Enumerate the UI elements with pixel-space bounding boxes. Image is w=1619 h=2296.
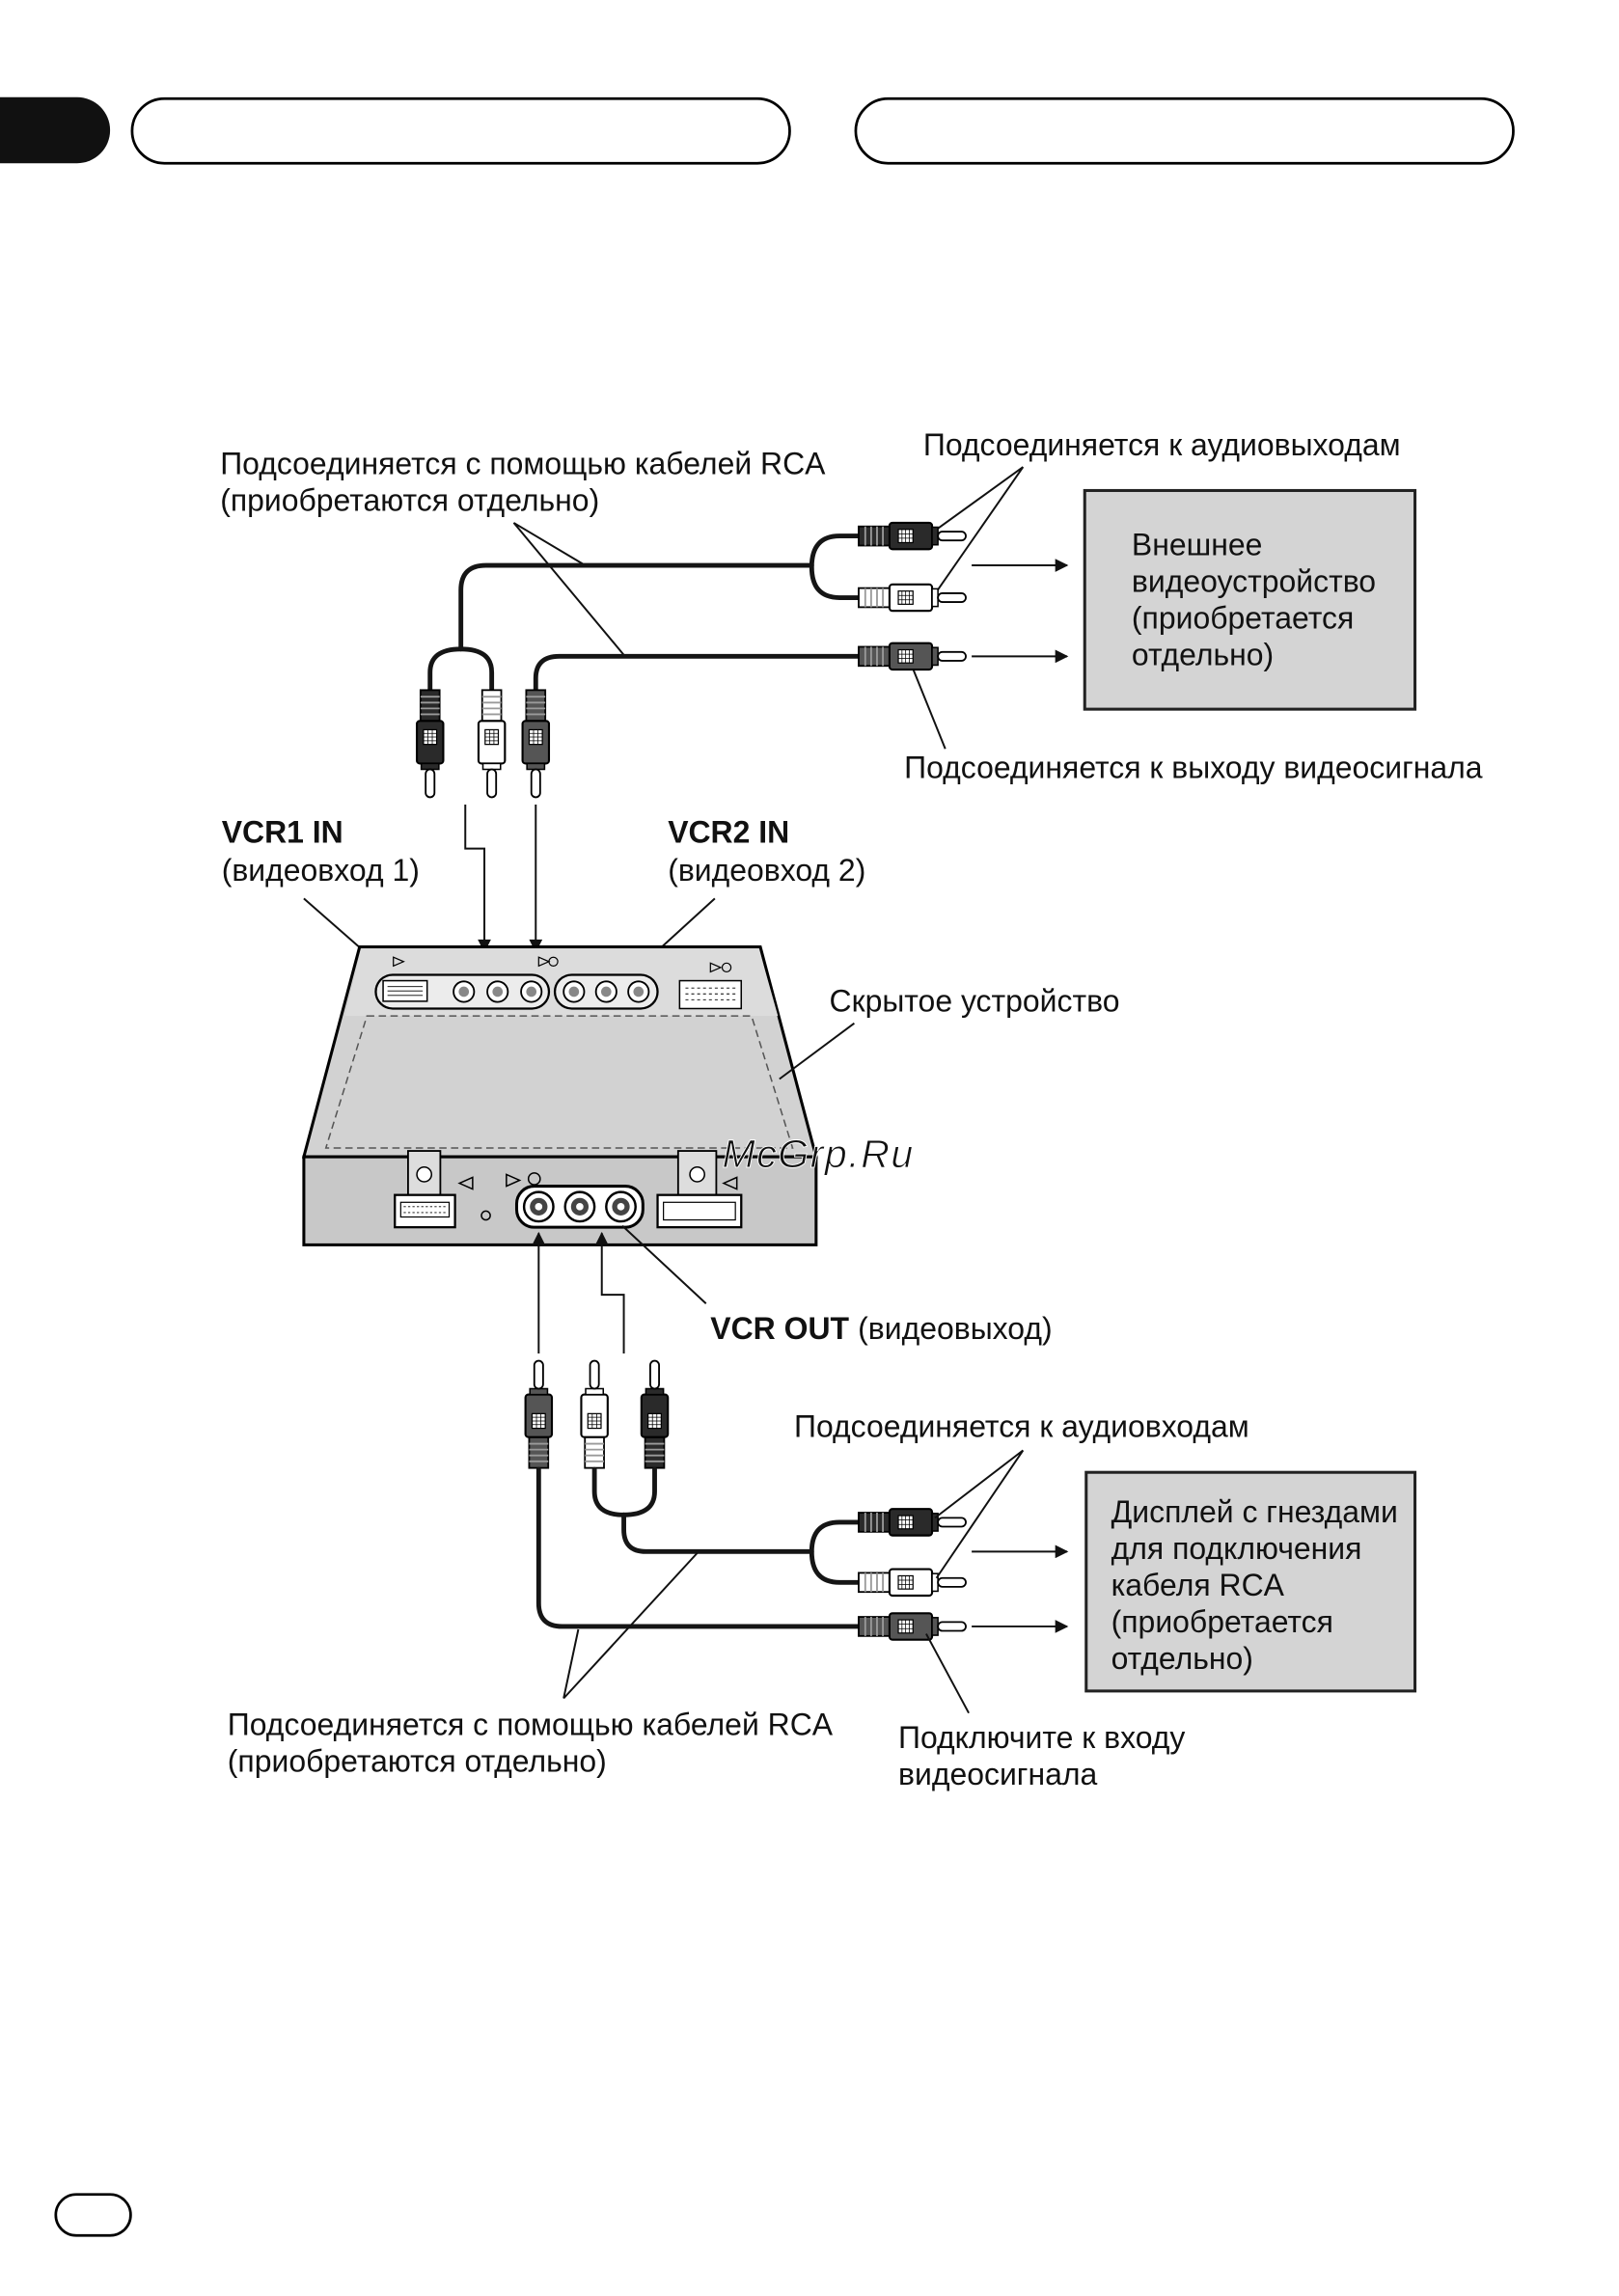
rca-cables-top-label: Подсоединяется с помощью кабелей RCA (пр… xyxy=(220,447,826,518)
vcr2-in-title: VCR2 IN xyxy=(668,815,789,850)
vcr2-in-label: VCR2 IN (видеовход 2) xyxy=(668,815,865,888)
external-video-device-frame xyxy=(1083,488,1417,711)
external-video-device-box: Внешнее видеоустройство (приобретается о… xyxy=(1083,488,1417,711)
rca-plug-video-out xyxy=(857,642,968,671)
rca-cables-top-pointer xyxy=(512,522,625,656)
display-device-line: Дисплей с гнездами xyxy=(1111,1494,1398,1529)
vcr1-in-subtitle: (видеовход 1) xyxy=(222,853,420,888)
vcr1-in-title: VCR1 IN xyxy=(222,815,343,850)
page-language-badge xyxy=(54,2193,132,2237)
external-video-device-line: видеоустройство xyxy=(1132,563,1376,598)
rca-plug-vcr1-audio-2 xyxy=(477,689,507,799)
rca-cables-bottom-label: Подсоединяется с помощью кабелей RCA (пр… xyxy=(228,1708,834,1779)
video-input-line1: Подключите к входу xyxy=(898,1720,1185,1755)
hidden-unit-label: Скрытое устройство xyxy=(830,984,1120,1019)
vcr1-in-label: VCR1 IN (видеовход 1) xyxy=(222,815,420,888)
top-video-cable xyxy=(533,653,862,695)
vcr-out-jacks xyxy=(514,1185,645,1229)
display-device-line: (приобретается xyxy=(1111,1604,1333,1639)
rca-plug-video-in xyxy=(857,1612,968,1641)
front-triangle-mark-center xyxy=(506,1173,522,1188)
arrow-into-vcr1-audio xyxy=(464,805,491,953)
front-right-connector xyxy=(656,1150,743,1229)
display-device-box: Дисплей с гнездами для подключения кабел… xyxy=(1084,1470,1417,1693)
display-device-line: кабеля RCA xyxy=(1111,1568,1285,1602)
video-output-label: Подсоединяется к выходу видеосигнала xyxy=(904,751,1483,785)
rca-cables-top-line2: (приобретаются отдельно) xyxy=(220,483,599,518)
rca-plug-vcr1-video xyxy=(521,689,551,799)
hidden-unit-pointer xyxy=(779,1022,855,1080)
hidden-unit-dashed-outline xyxy=(324,1015,794,1149)
video-input-pointer xyxy=(925,1633,970,1714)
rca-plug-audio-out-2 xyxy=(857,583,968,613)
rca-plug-vcr1-audio-1 xyxy=(415,689,445,799)
rca-plug-audio-out-1 xyxy=(857,521,968,551)
external-video-device-line: Внешнее xyxy=(1132,527,1263,561)
rca-cables-bottom-line1: Подсоединяется с помощью кабелей RCA xyxy=(228,1708,834,1742)
video-input-line2: видеосигнала xyxy=(898,1757,1097,1791)
vcr2-in-jacks xyxy=(553,973,659,1010)
video-input-label: Подключите к входу видеосигнала xyxy=(898,1720,1185,1791)
header-box-left xyxy=(130,96,791,165)
external-video-device-line: (приобретается xyxy=(1132,600,1354,635)
rca-plug-audio-in-1 xyxy=(857,1508,968,1537)
bottom-video-cable xyxy=(535,1466,862,1629)
front-left-connector xyxy=(394,1150,456,1229)
audio-inputs-label: Подсоединяется к аудиовходам xyxy=(794,1409,1249,1444)
audio-inputs-pointer xyxy=(934,1449,1025,1579)
rca-cables-top-line1: Подсоединяется с помощью кабелей RCA xyxy=(220,447,826,481)
front-triangle-mark-right xyxy=(722,1176,738,1190)
display-device-frame xyxy=(1084,1470,1417,1693)
vcr1-in-jacks xyxy=(374,973,551,1010)
back-multi-connector xyxy=(678,979,743,1010)
rca-plug-vcr-out-video xyxy=(524,1359,554,1469)
rca-cables-bottom-pointer xyxy=(563,1552,699,1700)
header-box-right xyxy=(854,96,1515,165)
front-indicator-dot xyxy=(480,1210,491,1221)
vcr-out-subtitle: (видеовыход) xyxy=(858,1311,1052,1346)
display-device-line: отдельно) xyxy=(1111,1641,1253,1676)
vcr-out-label: VCR OUT (видеовыход) xyxy=(710,1311,1052,1346)
audio-outputs-label: Подсоединяется к аудиовыходам xyxy=(923,427,1401,462)
external-video-device-line: отдельно) xyxy=(1132,637,1274,671)
rca-plug-vcr-out-audio-1 xyxy=(580,1359,609,1469)
rca-plug-vcr-out-audio-2 xyxy=(640,1359,670,1469)
video-output-pointer xyxy=(910,665,947,750)
arrow-from-vcr-out-audio xyxy=(594,1231,625,1353)
vcr-out-title: VCR OUT xyxy=(710,1311,849,1346)
display-device-line: для подключения xyxy=(1111,1531,1362,1566)
section-tab-marker xyxy=(0,96,111,164)
back-panel-markings xyxy=(393,956,732,973)
bottom-audio-cable xyxy=(591,1466,862,1585)
front-triangle-mark-left xyxy=(457,1176,474,1190)
top-audio-cable xyxy=(427,533,862,695)
watermark: McGrp.Ru xyxy=(722,1132,914,1176)
vcr2-in-subtitle: (видеовход 2) xyxy=(668,853,865,888)
vcr-out-pointer xyxy=(621,1224,707,1304)
rca-cables-bottom-line2: (приобретаются отдельно) xyxy=(228,1744,607,1779)
audio-outputs-pointer xyxy=(932,466,1025,592)
rca-plug-audio-in-2 xyxy=(857,1568,968,1598)
hidden-unit xyxy=(301,945,818,1246)
